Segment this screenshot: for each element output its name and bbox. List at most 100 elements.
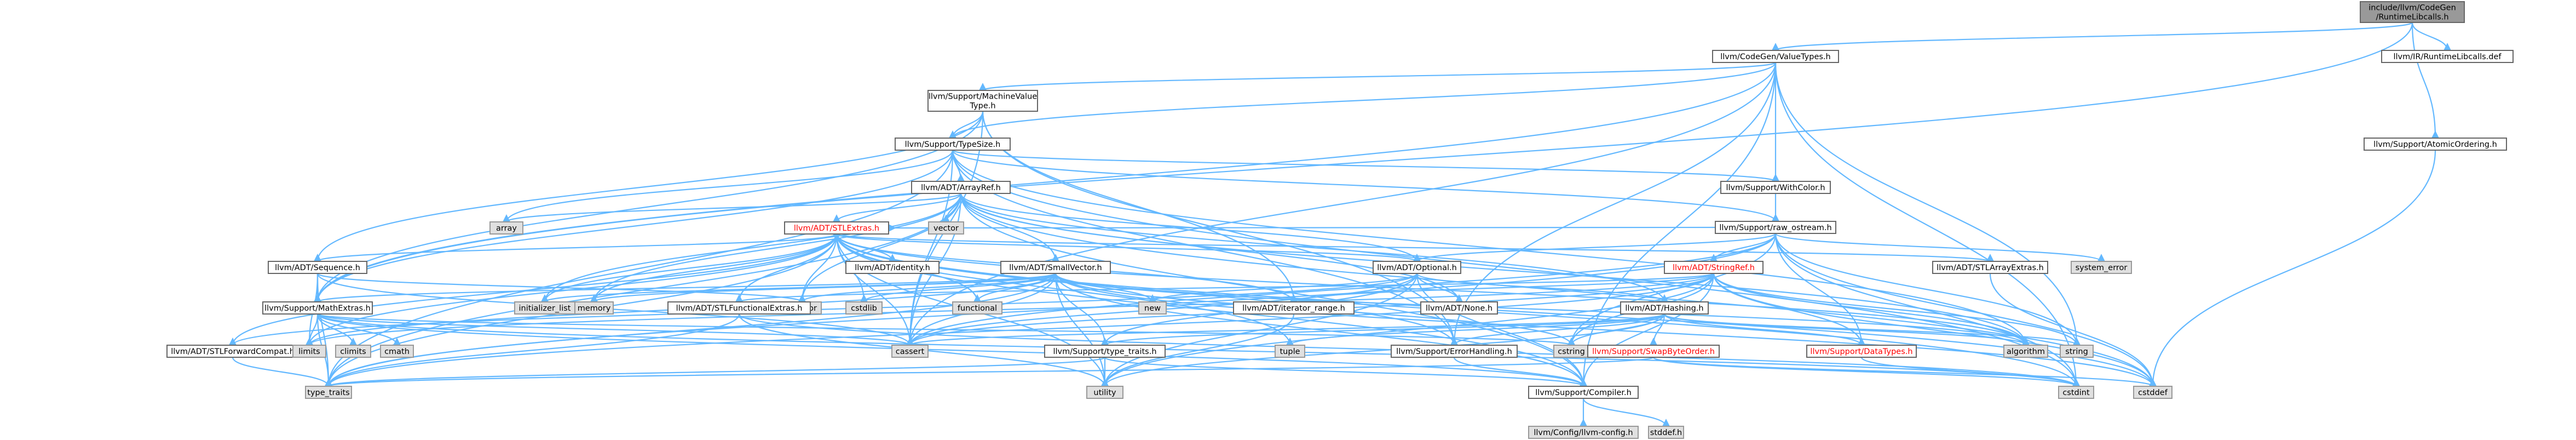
node-label: llvm/ADT/STLExtras.h <box>794 224 879 233</box>
node-box <box>292 345 326 358</box>
edge-array_ref-to-iterator <box>798 193 962 303</box>
edge-iterator_range-to-utility <box>1100 313 1295 387</box>
node-ir-runtimelibcalls[interactable]: llvm/IR/RuntimeLibcalls.def <box>2381 50 2514 63</box>
node-box <box>305 386 352 399</box>
node-box <box>1932 261 2048 274</box>
node-box <box>928 221 964 235</box>
edge-stl_extras-to-optional <box>835 233 1421 262</box>
node-label: llvm/ADT/StringRef.h <box>1673 264 1755 272</box>
edge-string_ref-to-limits <box>305 273 1715 346</box>
node-label: string <box>2065 347 2088 356</box>
edge-error_handling-to-compiler <box>1453 357 1588 387</box>
node-box <box>927 90 1038 112</box>
node-label: llvm/Support/TypeSize.h <box>905 140 1001 149</box>
edge-stl_functional_extras-to-type_traits <box>324 313 740 387</box>
node-swap-byte-order[interactable]: llvm/Support/SwapByteOrder.h <box>1587 345 1720 358</box>
edge-sequence-to-iterator <box>316 272 806 303</box>
edge-root-to-cg_valuetypes <box>1771 21 2413 52</box>
node-box <box>1528 426 1639 439</box>
node-label: climits <box>340 347 366 356</box>
edge-string_ref-to-utility <box>1100 273 1715 387</box>
node-label: llvm/ADT/identity.h <box>855 264 930 272</box>
edge-swap_byte_order-to-cstdint <box>1652 356 2081 387</box>
edge-raw_ostream-to-cstddef <box>1774 233 2157 387</box>
edge-raw_ostream-to-system_error <box>1774 232 2106 262</box>
node-array: array <box>489 221 523 235</box>
node-label: llvm/ADT/ArrayRef.h <box>921 184 1001 192</box>
edge-array_ref-to-hashing <box>960 193 1669 303</box>
edge-raw_ostream-to-cstdint <box>1774 233 2081 387</box>
node-compiler[interactable]: llvm/Support/Compiler.h <box>1528 386 1639 399</box>
node-small-vector[interactable]: llvm/ADT/SmallVector.h <box>1000 261 1111 274</box>
node-math-extras[interactable]: llvm/Support/MathExtras.h <box>262 301 373 315</box>
edge-cg_valuetypes-to-type_size <box>948 62 1777 139</box>
node-label: llvm/Config/llvm-config.h <box>1534 428 1633 437</box>
edge-cg_valuetypes-to-error_handling <box>1450 62 1777 346</box>
node-cmath: cmath <box>380 345 414 358</box>
node-data-types[interactable]: llvm/Support/DataTypes.h <box>1806 345 1917 358</box>
edge-small_vector-to-initializer_list <box>540 272 1057 303</box>
edge-hashing-to-cassert <box>906 313 1666 346</box>
node-label: /RuntimeLibcalls.h <box>2376 13 2448 22</box>
edge-type_size-to-raw_ostream <box>952 150 1780 222</box>
node-box <box>262 301 373 315</box>
node-box <box>2364 138 2507 151</box>
node-stl-array-extras[interactable]: llvm/ADT/STLArrayExtras.h <box>1932 261 2048 274</box>
node-stl-extras[interactable]: llvm/ADT/STLExtras.h <box>784 221 889 235</box>
node-type-traits: type_traits <box>305 386 352 399</box>
node-label: memory <box>578 304 611 313</box>
node-box <box>891 345 929 358</box>
edge-cg_valuetypes-to-cassert <box>906 62 1777 346</box>
node-type-traits-h[interactable]: llvm/Support/type_traits.h <box>1044 345 1166 358</box>
node-box <box>268 261 367 274</box>
node-atomic-ordering[interactable]: llvm/Support/AtomicOrdering.h <box>2364 138 2507 151</box>
edge-array_ref-to-array <box>502 192 962 223</box>
node-label: cstddef <box>2138 388 2168 397</box>
node-climits: climits <box>335 345 371 358</box>
node-box <box>1373 261 1461 274</box>
header-nodes: include/llvm/CodeGen/RuntimeLibcalls.hll… <box>166 1 2514 439</box>
node-stl-functional-extras[interactable]: llvm/ADT/STLFunctionalExtras.h <box>667 301 811 315</box>
node-label: limits <box>298 347 320 356</box>
node-iterator-range[interactable]: llvm/ADT/iterator_range.h <box>1233 301 1355 315</box>
edge-small_vector-to-math_extras <box>313 272 1057 303</box>
node-cstdint: cstdint <box>2058 386 2094 399</box>
node-box <box>2381 50 2514 63</box>
node-optional[interactable]: llvm/ADT/Optional.h <box>1373 261 1461 274</box>
node-array-ref[interactable]: llvm/ADT/ArrayRef.h <box>911 181 1011 194</box>
edge-stl_extras-to-initializer_list <box>540 233 838 303</box>
node-raw-ostream[interactable]: llvm/Support/raw_ostream.h <box>1715 221 1836 234</box>
edge-small_vector-to-cstddef <box>1054 273 2157 387</box>
node-utility: utility <box>1086 386 1123 399</box>
node-none[interactable]: llvm/ADT/None.h <box>1420 301 1498 315</box>
node-label: stddef.h <box>1650 428 1682 437</box>
node-cstring: cstring <box>1553 345 1589 358</box>
node-box <box>2133 386 2172 399</box>
node-type-size[interactable]: llvm/Support/TypeSize.h <box>895 138 1011 151</box>
node-box <box>784 221 889 235</box>
node-llvm-config: llvm/Config/llvm-config.h <box>1528 426 1639 439</box>
edge-string_ref-to-stl_functional_extras <box>735 272 1715 304</box>
node-label: tuple <box>1280 347 1300 356</box>
node-box <box>2360 1 2465 23</box>
node-label: cstdint <box>2062 388 2090 397</box>
node-cassert: cassert <box>891 345 929 358</box>
edge-string_ref-to-compiler <box>1579 273 1715 387</box>
node-label: llvm/Support/SwapByteOrder.h <box>1592 347 1715 356</box>
node-error-handling[interactable]: llvm/Support/ErrorHandling.h <box>1391 345 1518 358</box>
node-stl-forward-compat[interactable]: llvm/ADT/STLForwardCompat.h <box>166 345 299 358</box>
node-sequence[interactable]: llvm/ADT/Sequence.h <box>268 261 367 274</box>
node-label: llvm/ADT/Sequence.h <box>275 264 360 272</box>
edge-stl_extras-to-iterator <box>798 233 838 303</box>
node-string-ref[interactable]: llvm/ADT/StringRef.h <box>1664 261 1764 274</box>
edge-math_extras-to-cstring <box>316 313 1576 347</box>
node-with-color[interactable]: llvm/Support/WithColor.h <box>1720 181 1831 194</box>
node-label: llvm/Support/ErrorHandling.h <box>1396 347 1512 356</box>
node-cstddef: cstddef <box>2133 386 2172 399</box>
node-label: Type.h <box>969 102 995 111</box>
node-hashing[interactable]: llvm/ADT/Hashing.h <box>1620 301 1709 315</box>
node-identity[interactable]: llvm/ADT/identity.h <box>845 261 940 274</box>
node-cg-valuetypes[interactable]: llvm/CodeGen/ValueTypes.h <box>1712 50 1839 63</box>
edge-math_extras-to-cassert <box>316 313 914 346</box>
